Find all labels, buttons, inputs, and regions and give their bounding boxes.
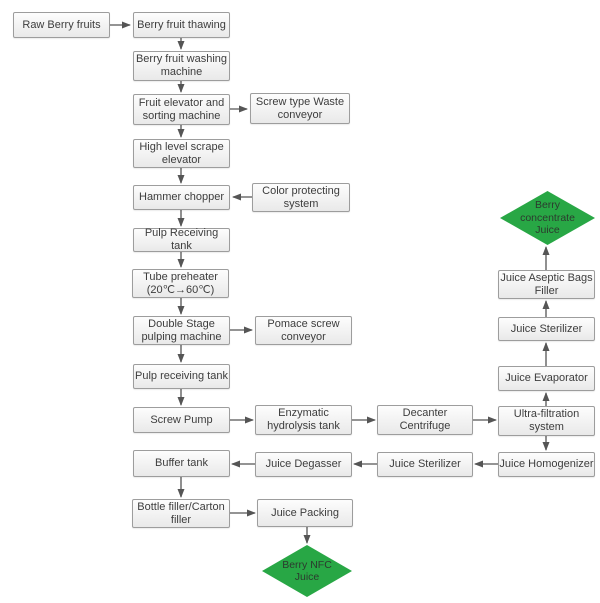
node-fruit-elevator-sorting-machine: Fruit elevator and sorting machine <box>133 94 230 125</box>
node-juice-homogenizer: Juice Homogenizer <box>498 452 595 477</box>
node-juice-packing: Juice Packing <box>257 499 353 527</box>
node-screw-type-waste-conveyor: Screw type Waste conveyor <box>250 93 350 124</box>
node-juice-sterilizer-right: Juice Sterilizer <box>498 317 595 341</box>
node-bottle-filler-carton-filler: Bottle filler/Carton filler <box>132 499 230 528</box>
node-buffer-tank: Buffer tank <box>133 450 230 477</box>
node-juice-aseptic-bags-filler: Juice Aseptic Bags Filler <box>498 270 595 299</box>
node-berry-fruit-thawing: Berry fruit thawing <box>133 12 230 38</box>
node-color-protecting-system: Color protecting system <box>252 183 350 212</box>
node-berry-concentrate-juice: Berry concentrate Juice <box>500 191 595 245</box>
node-enzymatic-hydrolysis-tank: Enzymatic hydrolysis tank <box>255 405 352 435</box>
node-juice-sterilizer-mid: Juice Sterilizer <box>377 452 473 477</box>
node-hammer-chopper: Hammer chopper <box>133 185 230 210</box>
node-raw-berry-fruits: Raw Berry fruits <box>13 12 110 38</box>
node-berry-nfc-juice: Berry NFC Juice <box>262 545 352 597</box>
node-juice-evaporator: Juice Evaporator <box>498 366 595 391</box>
node-pulp-receiving-tank-1: Pulp Receiving tank <box>133 227 230 252</box>
node-decanter-centrifuge: Decanter Centrifuge <box>377 405 473 435</box>
node-juice-degasser: Juice Degasser <box>255 452 352 477</box>
node-ultra-filtration-system: Ultra-filtration system <box>498 406 595 436</box>
node-double-stage-pulping-machine: Double Stage pulping machine <box>133 316 230 345</box>
node-high-level-scrape-elevator: High level scrape elevator <box>133 139 230 168</box>
node-pulp-receiving-tank-2: Pulp receiving tank <box>133 364 230 389</box>
node-tube-preheater: Tube preheater (20℃→60℃) <box>132 269 229 298</box>
node-pomace-screw-conveyor: Pomace screw conveyor <box>255 316 352 345</box>
node-screw-pump: Screw Pump <box>133 407 230 433</box>
node-berry-fruit-washing-machine: Berry fruit washing machine <box>133 51 230 81</box>
